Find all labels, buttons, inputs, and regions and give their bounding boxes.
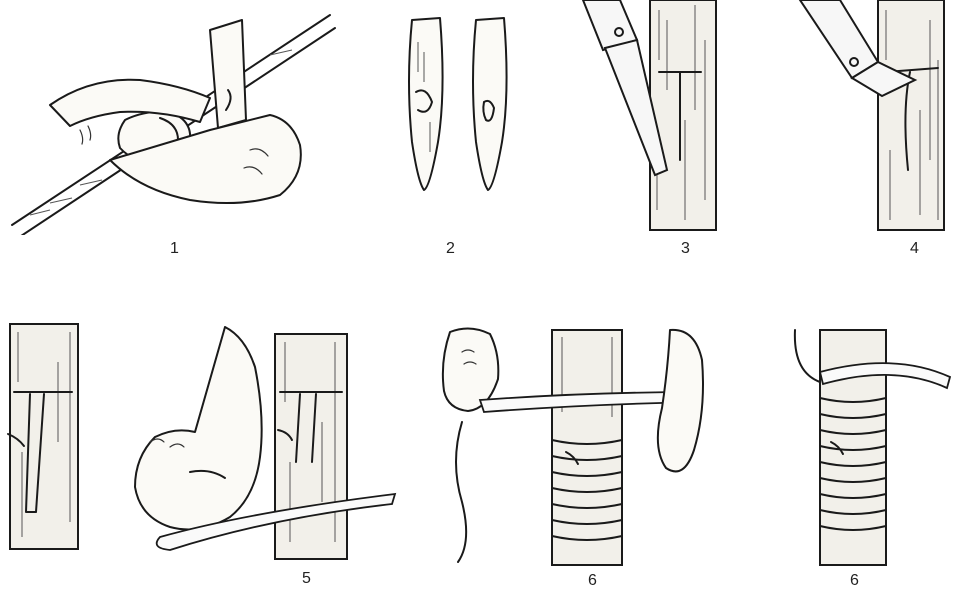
step-number-1: 1 — [170, 240, 179, 258]
step-number-6-first: 6 — [588, 572, 597, 590]
step-number-6-second: 6 — [850, 572, 859, 590]
step-6-wrapping-illustration — [440, 322, 740, 570]
step-number-3: 3 — [681, 240, 690, 258]
step-1-illustration — [10, 10, 340, 235]
step-number-4: 4 — [910, 240, 919, 258]
step-6-finished-illustration — [785, 322, 955, 570]
step-5-tying-illustration — [130, 322, 400, 562]
step-2-illustration — [400, 12, 530, 197]
step-4-illustration — [790, 0, 955, 235]
step-number-2: 2 — [446, 240, 455, 258]
step-number-5: 5 — [302, 570, 311, 588]
step-5-bud-inserted-illustration — [0, 322, 95, 552]
step-3-illustration — [575, 0, 725, 235]
